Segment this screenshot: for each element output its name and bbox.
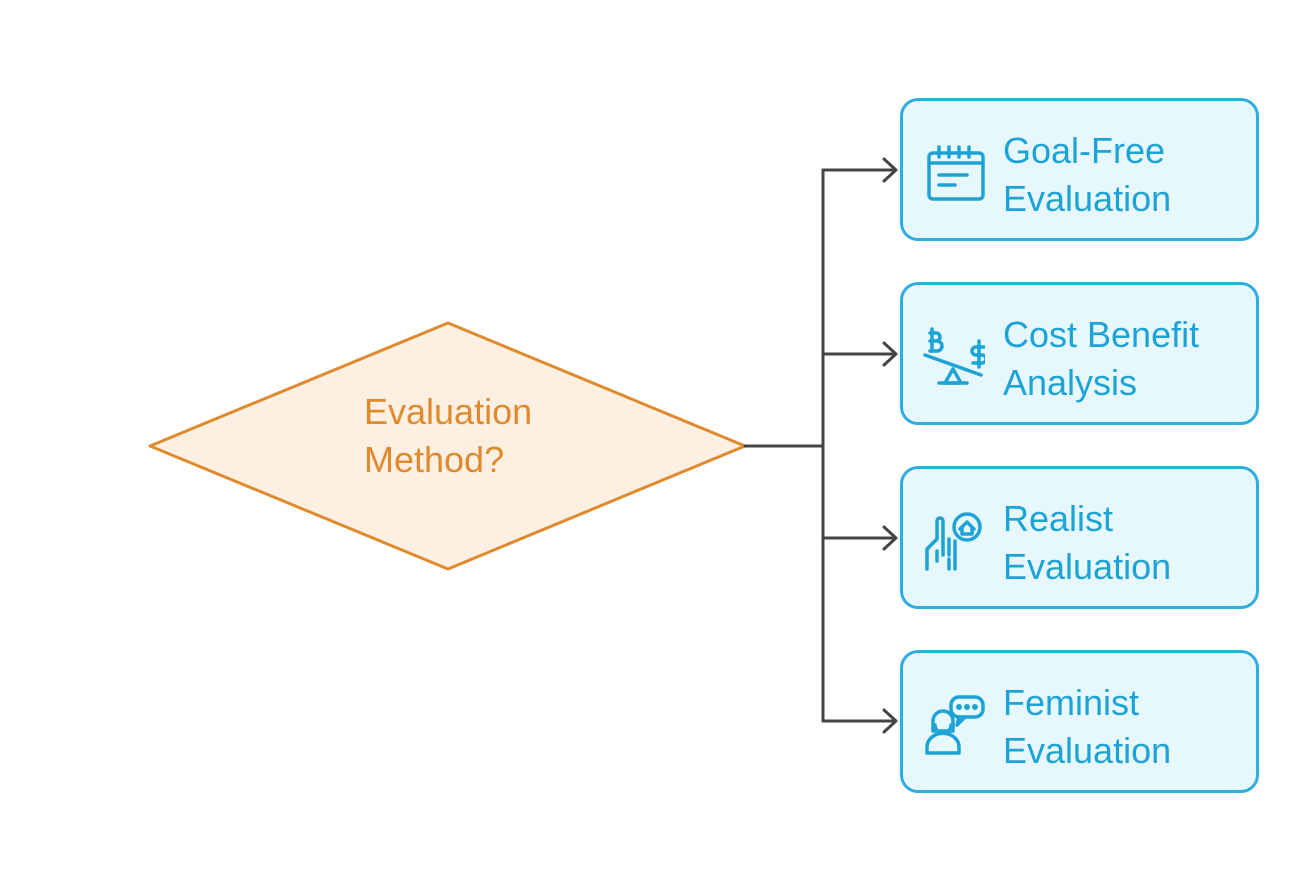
arrowhead-1 — [882, 157, 898, 183]
calendar-icon — [927, 145, 985, 201]
arrowhead-3 — [882, 525, 898, 551]
decision-label: Evaluation Method? — [364, 391, 533, 480]
option-label: Realist Evaluation — [1003, 498, 1172, 587]
arrowhead-2 — [882, 341, 898, 367]
hand-home-icon — [925, 512, 982, 571]
option-label: Goal-Free Evaluation — [1003, 130, 1172, 219]
arrowhead-4 — [882, 708, 898, 734]
balance-scale-currency-icon — [923, 327, 985, 385]
option-label: Cost Benefit Analysis — [1003, 314, 1200, 403]
option-label: Feminist Evaluation — [1003, 682, 1172, 771]
option-card-feminist-evaluation[interactable]: Feminist Evaluation — [900, 650, 1259, 793]
option-card-realist-evaluation[interactable]: Realist Evaluation — [900, 466, 1259, 609]
option-card-goal-free-evaluation[interactable]: Goal-Free Evaluation — [900, 98, 1259, 241]
connector-lines — [743, 157, 898, 734]
option-card-cost-benefit-analysis[interactable]: Cost Benefit Analysis — [900, 282, 1259, 425]
woman-speech-bubble-icon — [925, 695, 985, 755]
